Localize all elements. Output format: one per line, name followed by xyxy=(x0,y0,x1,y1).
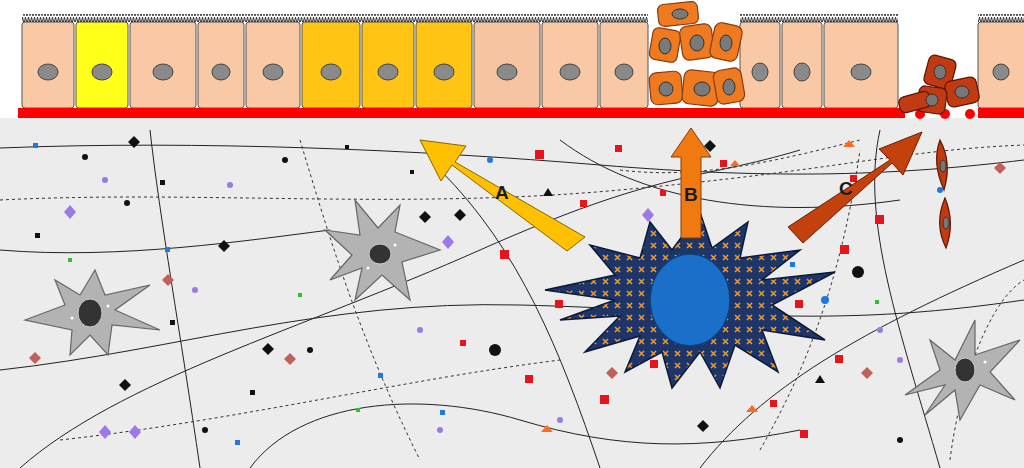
arrow-letter: B xyxy=(684,185,698,204)
arrow-letter: A xyxy=(495,183,509,202)
arrow-letter: C xyxy=(839,179,853,198)
